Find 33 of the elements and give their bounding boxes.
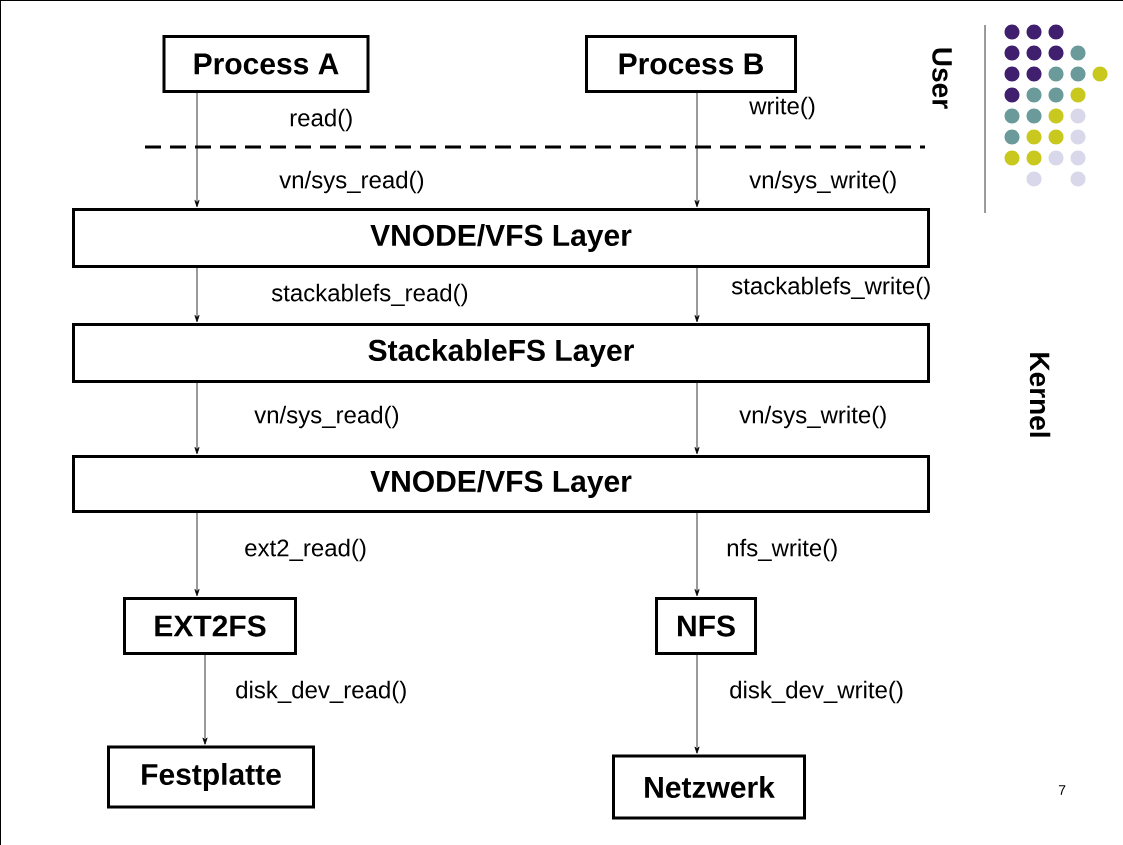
layer-box: StackableFS Layer bbox=[72, 323, 930, 383]
arrow bbox=[194, 92, 200, 208]
arrow bbox=[694, 512, 700, 597]
edge-label: vn/sys_write() bbox=[748, 169, 899, 195]
arrow bbox=[194, 267, 200, 323]
arrow bbox=[694, 92, 700, 208]
page-number: 7 bbox=[1058, 785, 1066, 795]
edge-label: ext2_read() bbox=[243, 537, 368, 563]
layer-box: EXT2FS bbox=[123, 597, 297, 655]
layer-box: VNODE/VFS Layer bbox=[72, 455, 930, 513]
layer-box: NFS bbox=[655, 597, 757, 655]
layer-box: Process A bbox=[162, 35, 370, 93]
edge-label: vn/sys_read() bbox=[278, 169, 426, 195]
arrow bbox=[202, 654, 208, 745]
edge-label: nfs_write() bbox=[725, 537, 840, 563]
layer-box: Netzwerk bbox=[612, 754, 806, 820]
layer-box: Festplatte bbox=[107, 745, 315, 809]
edge-label: vn/sys_write() bbox=[738, 404, 889, 430]
edge-label: stackablefs_read() bbox=[270, 282, 470, 308]
edge-label: stackablefs_write() bbox=[730, 275, 933, 301]
arrow bbox=[694, 654, 700, 754]
edge-label: disk_dev_write() bbox=[728, 679, 905, 705]
layer-box: VNODE/VFS Layer bbox=[72, 208, 930, 268]
edge-label: vn/sys_read() bbox=[253, 404, 401, 430]
edge-label: disk_dev_read() bbox=[234, 679, 409, 705]
arrow bbox=[694, 382, 700, 455]
section-label: Kernel bbox=[1029, 353, 1051, 437]
arrow bbox=[694, 267, 700, 323]
layer-box: Process B bbox=[585, 35, 797, 93]
arrow bbox=[194, 512, 200, 597]
call-label: write() bbox=[749, 96, 815, 120]
section-label: User bbox=[932, 48, 952, 109]
arrow bbox=[194, 382, 200, 455]
